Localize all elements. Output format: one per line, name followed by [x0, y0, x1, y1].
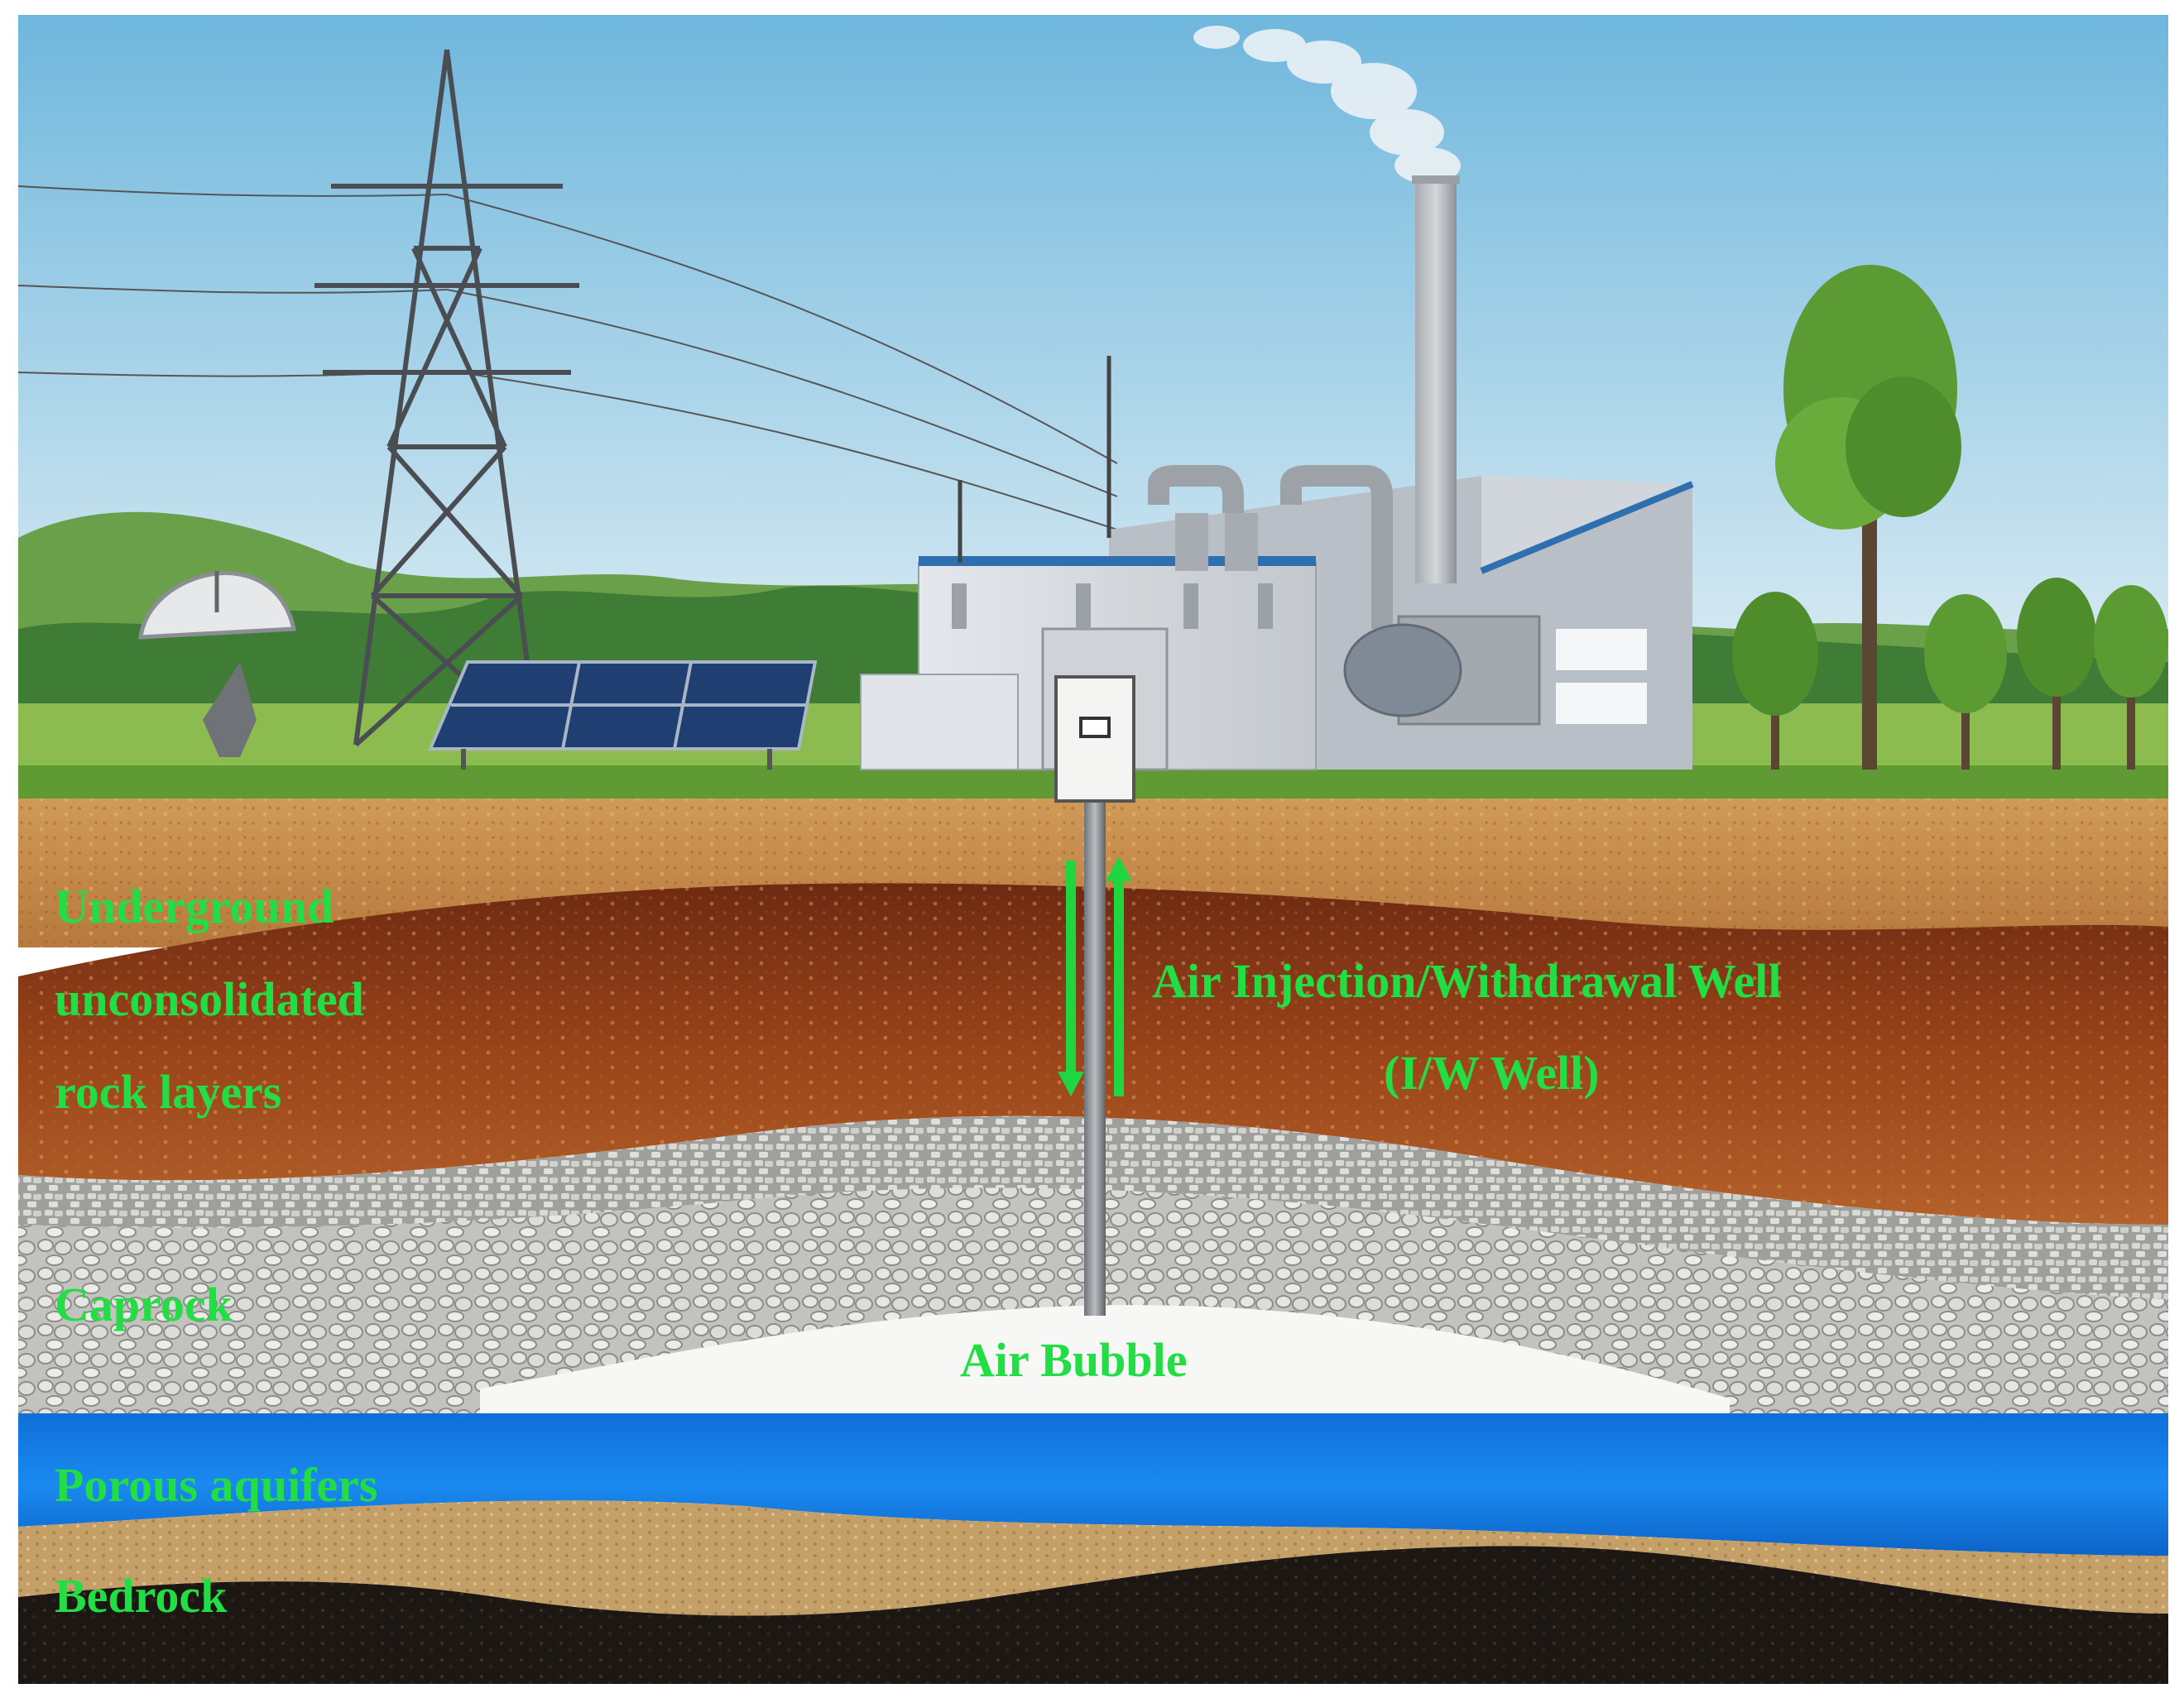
- label-underground-layers: Underground unconsolidated rock layers: [55, 861, 364, 1139]
- tank: [1345, 625, 1461, 716]
- label-aquifer: Porous aquifers: [55, 1461, 377, 1509]
- chimney-icon: [1415, 178, 1457, 583]
- label-well-abbr: (I/W Well): [1384, 1049, 1600, 1097]
- well-pipe: [1084, 799, 1106, 1316]
- label-underground-line2: unconsolidated: [55, 953, 364, 1046]
- label-caprock: Caprock: [55, 1281, 233, 1329]
- label-underground-line3: rock layers: [55, 1046, 364, 1139]
- wellhead-icon: [1056, 677, 1134, 801]
- wellhead-gauge: [1081, 718, 1109, 736]
- label-bedrock: Bedrock: [55, 1572, 227, 1620]
- label-underground-line1: Underground: [55, 861, 364, 953]
- label-air-bubble: Air Bubble: [960, 1336, 1188, 1384]
- label-well-name: Air Injection/Withdrawal Well: [1152, 957, 1782, 1005]
